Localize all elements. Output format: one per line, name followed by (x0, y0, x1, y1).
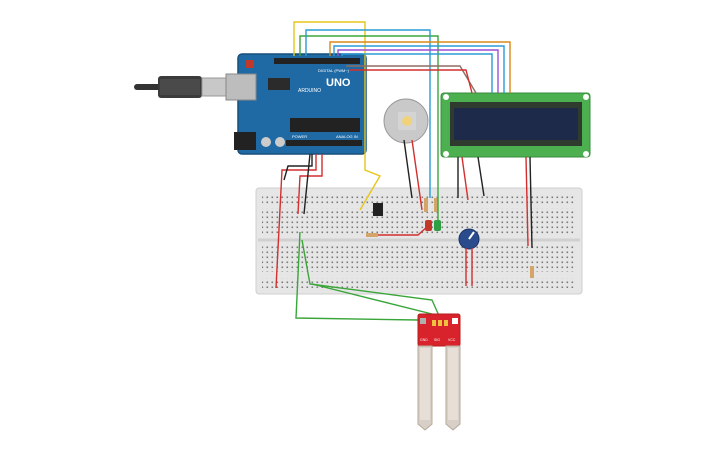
potentiometer-icon (458, 228, 480, 250)
dc-motor-icon (383, 98, 429, 144)
sensor-label-sig: SIG (434, 338, 440, 342)
arduino-brand: ARDUINO (298, 88, 321, 94)
sensor-label-vcc: VCC (448, 338, 456, 342)
breadboard (255, 187, 583, 295)
resistor-3 (434, 198, 438, 212)
transistor (373, 203, 383, 216)
arduino-uno-board: UNO ARDUINO DIGITAL (PWM~) POWER ANALOG … (225, 53, 367, 155)
arduino-analog-label: ANALOG IN (336, 134, 358, 139)
resistor-1 (366, 233, 378, 237)
usb-cable (134, 76, 229, 98)
led-red (425, 220, 432, 231)
arduino-power-label: POWER (292, 134, 307, 139)
resistor-4 (530, 266, 534, 278)
arduino-digital-label: DIGITAL (PWM~) (318, 68, 350, 73)
arduino-logo: UNO (326, 77, 351, 89)
lcd-display (440, 92, 591, 158)
wires (275, 21, 533, 321)
soil-moisture-sensor: GND SIG VCC (417, 313, 461, 431)
resistor-2 (424, 198, 428, 212)
led-green (434, 220, 441, 231)
sensor-label-gnd: GND (420, 338, 428, 342)
